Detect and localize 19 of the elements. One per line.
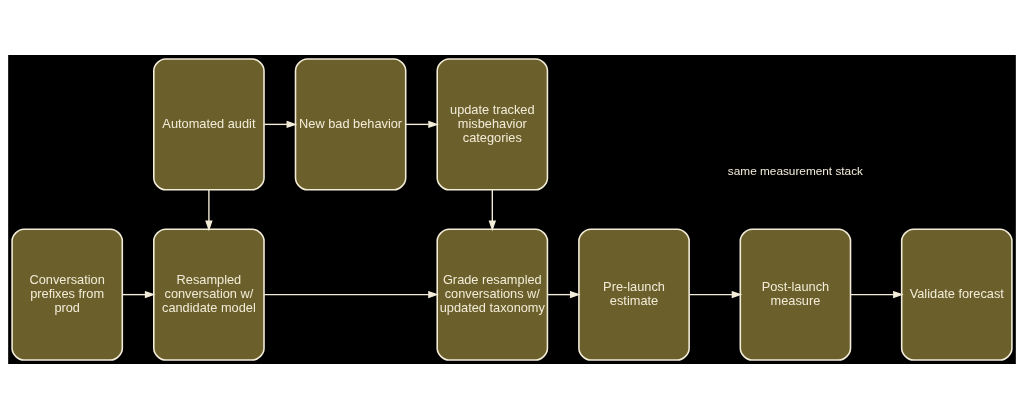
arrow (263, 120, 298, 129)
arrow (850, 290, 904, 299)
arrow (263, 290, 439, 299)
arrow (205, 189, 213, 232)
arrow (121, 290, 156, 299)
node-box: Conversation prefixes from prod (11, 228, 124, 361)
node-box: Resampled conversation w/ candidate model (153, 228, 265, 361)
arrow (405, 120, 439, 129)
node-box: New bad behavior (294, 58, 407, 191)
node-box: Automated audit (153, 58, 265, 191)
node-box: Pre-launch estimate (578, 228, 690, 361)
node-box: Grade resampled conversations w/ updated taxonomy (436, 228, 549, 361)
arrow (488, 189, 497, 232)
arrow (688, 290, 743, 299)
node-box: Validate forecast (900, 228, 1013, 361)
node-box: Post-launch measure (739, 228, 852, 361)
arrow (547, 290, 581, 299)
label: same measurement stack (727, 163, 863, 178)
node-box: update tracked misbehavior categories (436, 58, 549, 191)
